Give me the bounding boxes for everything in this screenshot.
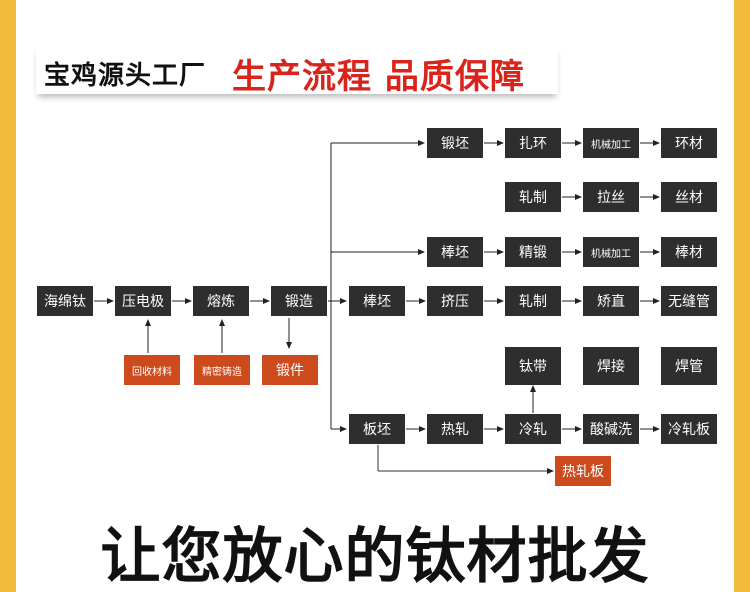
node-suanjianxi: 酸碱洗	[583, 414, 639, 444]
node-jiaozhi: 矫直	[583, 286, 639, 316]
node-rezhaban: 热轧板	[555, 456, 611, 486]
node-jingmi: 精密铸造	[194, 355, 250, 385]
node-jiya: 挤压	[427, 286, 483, 316]
node-wufengguan: 无缝管	[661, 286, 717, 316]
node-duanzao: 锻造	[271, 286, 327, 316]
node-taidai: 钛带	[505, 347, 561, 385]
node-duanpi: 锻坯	[427, 128, 483, 158]
slogan: 让您放心的钛材批发	[100, 522, 650, 592]
factory-title: 宝鸡源头工厂	[44, 61, 207, 91]
node-bangcai: 棒材	[661, 237, 717, 267]
node-lasi: 拉丝	[583, 182, 639, 212]
node-zhazhi1: 轧制	[505, 182, 561, 212]
node-banpi: 板坯	[349, 414, 405, 444]
node-lengzha: 冷轧	[505, 414, 561, 444]
node-hanjie: 焊接	[583, 347, 639, 385]
node-yadianji: 压电极	[115, 286, 171, 316]
node-bangpi-mid: 棒坯	[349, 286, 405, 316]
node-jixie2: 机械加工	[583, 237, 639, 267]
node-huancai: 环材	[661, 128, 717, 158]
node-hanguan: 焊管	[661, 347, 717, 385]
node-zhazhi2: 轧制	[505, 286, 561, 316]
node-jixie1: 机械加工	[583, 128, 639, 158]
node-sicai: 丝材	[661, 182, 717, 212]
node-zhahuan: 扎环	[505, 128, 561, 158]
node-rezha: 热轧	[427, 414, 483, 444]
node-lengzhaban: 冷轧板	[661, 414, 717, 444]
node-ronglian: 熔炼	[193, 286, 249, 316]
node-bangpi-top: 棒坯	[427, 237, 483, 267]
node-haimiantai: 海绵钛	[37, 286, 93, 316]
node-duanjian: 锻件	[262, 355, 318, 385]
node-jingduan: 精锻	[505, 237, 561, 267]
node-huishou: 回收材料	[124, 355, 180, 385]
process-title: 生产流程 品质保障	[232, 57, 525, 97]
title-banner: 宝鸡源头工厂 生产流程 品质保障	[36, 46, 558, 97]
